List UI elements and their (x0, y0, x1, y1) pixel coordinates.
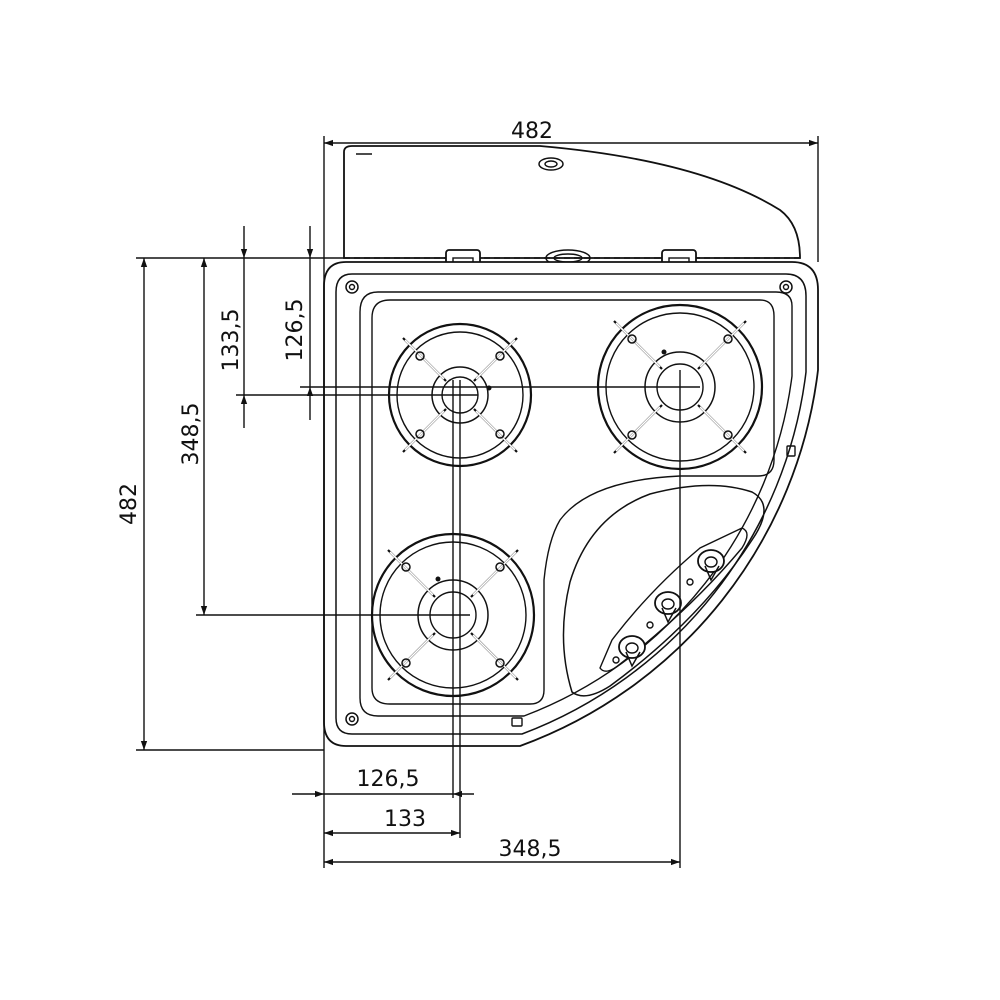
control-panel (562, 484, 765, 697)
dim-rear-burner-offset-left: 133,5 (219, 309, 244, 372)
screw-icon (779, 280, 793, 294)
dim-total-width: 482 (511, 119, 553, 144)
dim-rear-burner-offset-right: 126,5 (283, 299, 308, 362)
knob-icon (618, 635, 646, 668)
dim-left-burner-offset-a: 126,5 (357, 767, 420, 792)
knob-icon (697, 549, 725, 582)
lid-knob-icon (538, 157, 564, 171)
dim-front-burner-depth: 348,5 (179, 403, 204, 466)
knob-icon (654, 591, 682, 624)
dimension-lines (140, 139, 818, 866)
screw-icon (345, 280, 359, 294)
dim-total-depth: 482 (117, 483, 142, 525)
extension-lines (136, 136, 819, 868)
dim-left-burner-offset-b: 133 (384, 807, 426, 832)
screw-icon (345, 712, 359, 726)
dim-right-burner-offset: 348,5 (499, 837, 562, 862)
